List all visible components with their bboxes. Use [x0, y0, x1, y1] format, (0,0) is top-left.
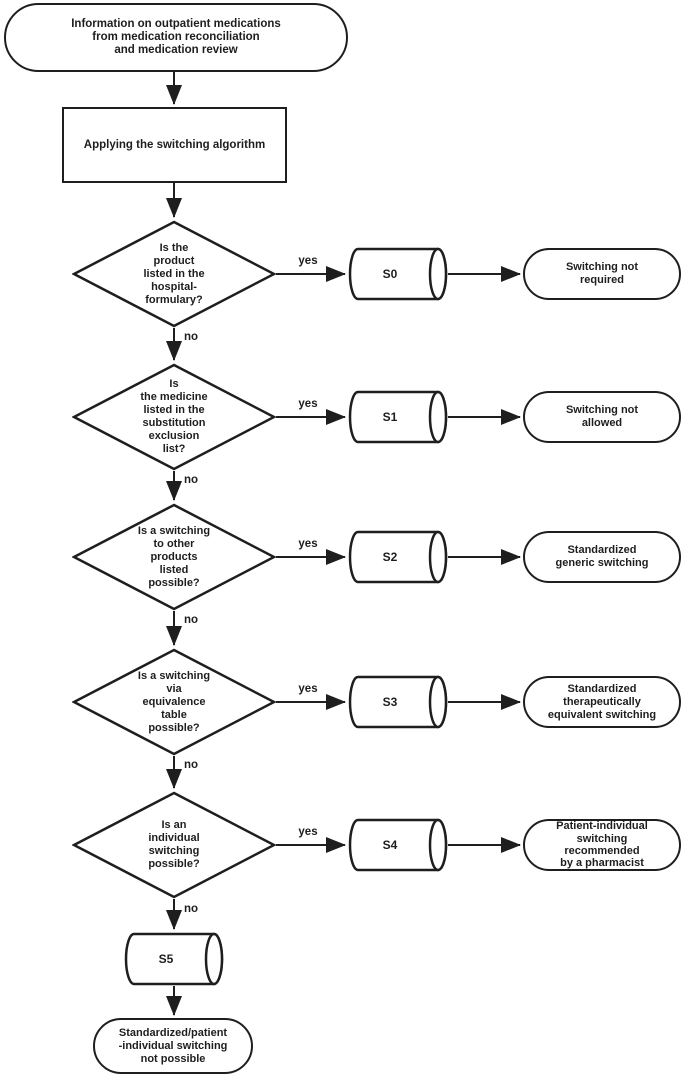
step-s0-label: S0: [382, 266, 398, 281]
node-step-s2: S2: [348, 530, 448, 584]
yes-label-3: yes: [298, 538, 318, 550]
no-label-3: no: [184, 614, 199, 626]
diamond-shape: [72, 791, 276, 899]
node-decision-5: Is an individual switching possible?: [72, 791, 276, 899]
decision-2-question: Is the medicine listed in the substituti…: [140, 378, 208, 455]
cylinder-shape: [348, 390, 448, 444]
node-step-s4: S4: [348, 818, 448, 872]
outcome-2-label: Switching not allowed: [565, 404, 639, 429]
step-s2-label: S2: [382, 549, 398, 564]
node-outcome-1: Switching not required: [523, 248, 681, 300]
step-s1-label: S1: [382, 409, 398, 424]
decision-4-question: Is a switching via equivalence table pos…: [137, 669, 211, 734]
node-final-outcome: Standardized/patient -individual switchi…: [93, 1018, 253, 1074]
cylinder-shape: [348, 530, 448, 584]
node-step-s3: S3: [348, 675, 448, 729]
outcome-1-label: Switching not required: [565, 261, 639, 286]
diamond-shape: [72, 363, 276, 471]
node-step-s0: S0: [348, 247, 448, 301]
node-decision-1: Is the product listed in the hospital- f…: [72, 220, 276, 328]
node-step-s1: S1: [348, 390, 448, 444]
yes-label-4: yes: [298, 683, 318, 695]
node-outcome-3: Standardized generic switching: [523, 531, 681, 583]
no-label-2: no: [184, 474, 199, 486]
cylinder-shape: [348, 675, 448, 729]
process-label: Applying the switching algorithm: [83, 138, 266, 151]
node-start: Information on outpatient medications fr…: [4, 3, 348, 72]
yes-label-1: yes: [298, 255, 318, 267]
node-outcome-4: Standardized therapeutically equivalent …: [523, 676, 681, 728]
final-outcome-label: Standardized/patient -individual switchi…: [118, 1026, 228, 1065]
decision-1-question: Is the product listed in the hospital- f…: [143, 241, 205, 306]
cylinder-shape: [348, 247, 448, 301]
no-label-1: no: [184, 331, 199, 343]
node-process: Applying the switching algorithm: [62, 107, 287, 183]
cylinder-shape: [348, 818, 448, 872]
step-s5-label: S5: [158, 951, 174, 966]
outcome-5-label: Patient-individual switching recommended…: [556, 820, 648, 870]
decision-3-question: Is a switching to other products listed …: [137, 524, 211, 589]
cylinder-shape: [124, 932, 224, 986]
step-s3-label: S3: [382, 694, 398, 709]
step-s4-label: S4: [382, 837, 398, 852]
decision-5-question: Is an individual switching possible?: [148, 819, 200, 870]
node-outcome-2: Switching not allowed: [523, 391, 681, 443]
node-outcome-5: Patient-individual switching recommended…: [523, 819, 681, 871]
node-decision-2: Is the medicine listed in the substituti…: [72, 363, 276, 471]
yes-label-5: yes: [298, 826, 318, 838]
outcome-3-label: Standardized generic switching: [555, 544, 649, 569]
diamond-shape: [72, 503, 276, 611]
start-label: Information on outpatient medications fr…: [71, 18, 281, 56]
no-label-4: no: [184, 759, 199, 771]
no-label-5: no: [184, 903, 199, 915]
outcome-4-label: Standardized therapeutically equivalent …: [547, 682, 657, 721]
node-step-s5: S5: [124, 932, 224, 986]
node-decision-3: Is a switching to other products listed …: [72, 503, 276, 611]
yes-label-2: yes: [298, 398, 318, 410]
node-decision-4: Is a switching via equivalence table pos…: [72, 648, 276, 756]
diamond-shape: [72, 648, 276, 756]
diamond-shape: [72, 220, 276, 328]
